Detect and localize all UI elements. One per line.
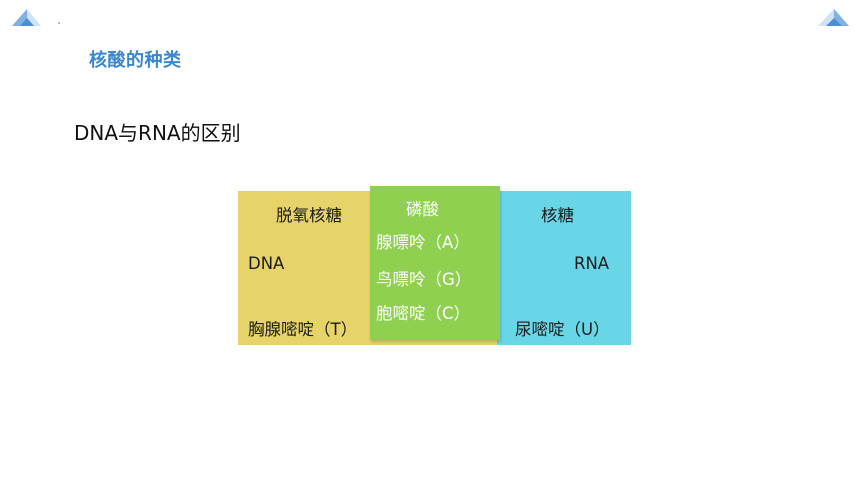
- decorative-dot: [58, 22, 60, 24]
- dna-sugar-label: 脱氧核糖: [276, 206, 342, 225]
- dna-name-label: DNA: [248, 254, 285, 273]
- phosphate-base-c: 胞嘧啶（C）: [376, 304, 471, 323]
- phosphate-box: [370, 186, 500, 340]
- rna-sugar-label: 核糖: [541, 206, 574, 225]
- rna-base-label: 尿嘧啶（U）: [515, 320, 610, 339]
- mountain-triangle-icon: [818, 9, 849, 26]
- rna-box: [497, 191, 631, 345]
- mountain-triangle-icon: [12, 9, 41, 26]
- section-title: 核酸的种类: [89, 50, 182, 71]
- phosphate-base-a: 腺嘌呤（A）: [376, 233, 470, 252]
- rna-name-label: RNA: [574, 254, 610, 273]
- dna-base-label: 胸腺嘧啶（T）: [248, 320, 358, 339]
- page-subtitle: DNA与RNA的区别: [74, 121, 241, 145]
- phosphate-title: 磷酸: [406, 200, 439, 219]
- phosphate-base-g: 鸟嘌呤（G）: [376, 270, 472, 289]
